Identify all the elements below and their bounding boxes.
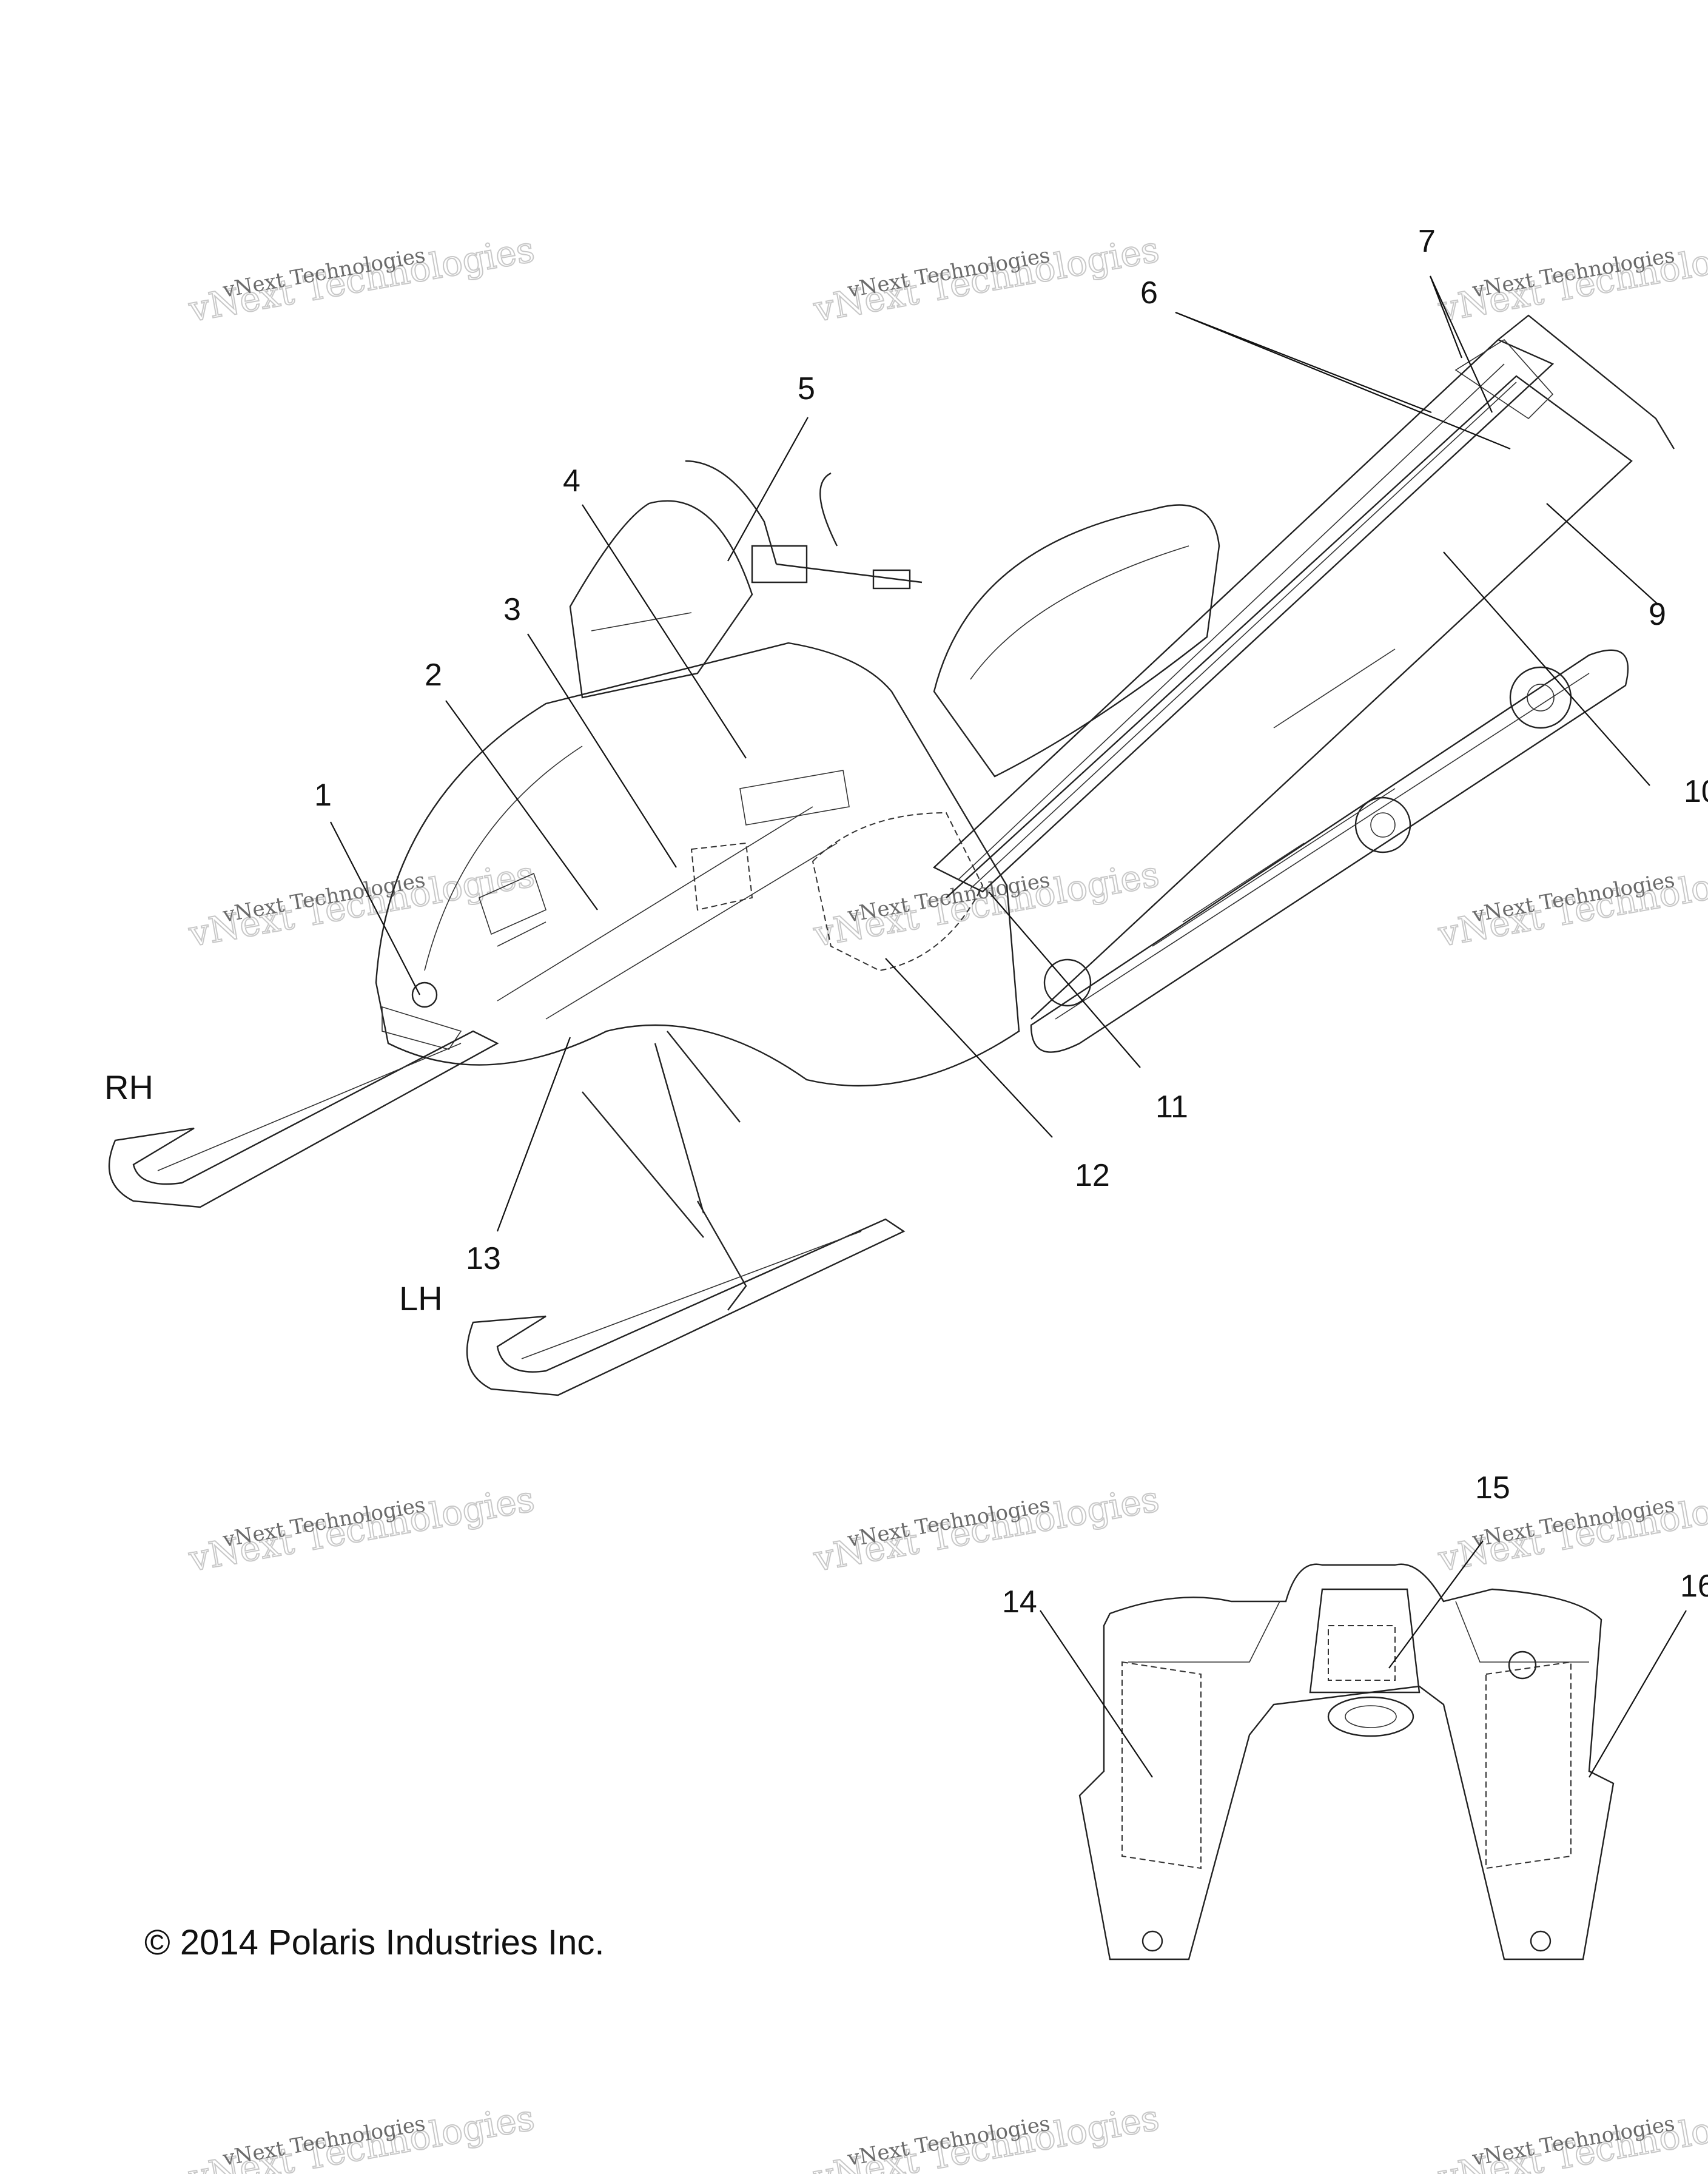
callout-9: 9: [1649, 597, 1666, 632]
rh-label: RH: [104, 1068, 153, 1106]
callout-3: 3: [503, 592, 521, 627]
hood-underside-illustration: [1078, 1563, 1615, 1960]
callout-12: 12: [1075, 1158, 1110, 1193]
leader-lines: [330, 275, 1687, 1778]
callout-15: 15: [1475, 1470, 1510, 1506]
callout-4: 4: [563, 463, 580, 499]
callout-2: 2: [425, 658, 442, 693]
callout-13: 13: [466, 1241, 501, 1276]
callout-11: 11: [1155, 1089, 1188, 1125]
callout-10: 10: [1684, 774, 1708, 809]
callout-labels: 1 2 3 4 5 6 7 9 10 11 12 13 14 15 16: [314, 224, 1708, 1620]
callout-6: 6: [1140, 275, 1158, 311]
lh-label: LH: [399, 1279, 443, 1318]
callout-5: 5: [798, 371, 815, 406]
callout-16: 16: [1680, 1569, 1708, 1604]
callout-7: 7: [1418, 224, 1436, 259]
copyright-notice: © 2014 Polaris Industries Inc.: [144, 1923, 604, 1962]
callout-1: 1: [314, 778, 332, 813]
snowmobile-illustration: [108, 314, 1675, 1396]
callout-14: 14: [1002, 1584, 1037, 1620]
